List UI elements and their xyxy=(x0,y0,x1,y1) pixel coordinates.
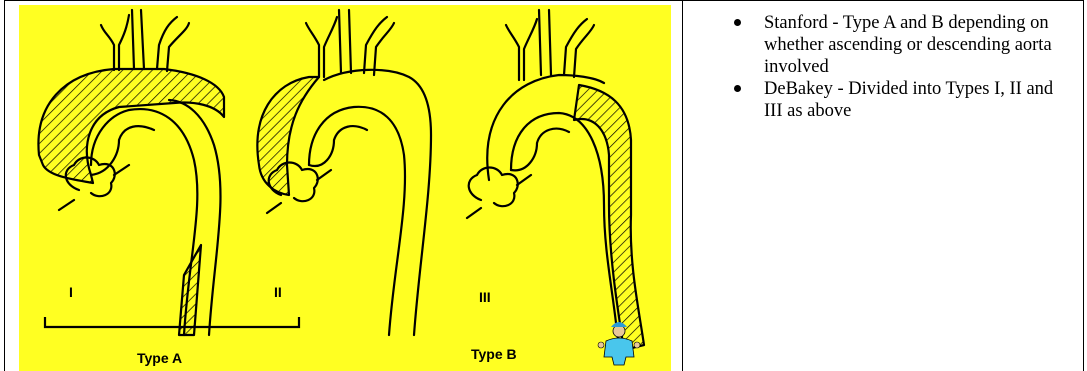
figure-background xyxy=(19,5,671,371)
label-iii: III xyxy=(479,289,491,305)
aortic-dissection-figure: I II III Type A Type B xyxy=(19,5,671,371)
label-type-b: Type B xyxy=(471,346,517,362)
label-i: I xyxy=(69,284,73,300)
bullet-icon xyxy=(734,19,741,26)
notes-list: Stanford - Type A and B depending on whe… xyxy=(703,12,1073,122)
list-item-text: DeBakey - Divided into Types I, II and I… xyxy=(764,79,1053,121)
list-item: DeBakey - Divided into Types I, II and I… xyxy=(703,78,1073,122)
label-type-a: Type A xyxy=(137,350,182,366)
bullet-icon xyxy=(734,85,741,92)
list-item: Stanford - Type A and B depending on whe… xyxy=(703,12,1073,78)
label-ii: II xyxy=(274,284,282,300)
list-item-text: Stanford - Type A and B depending on whe… xyxy=(764,13,1052,77)
table-cell-divider xyxy=(682,0,683,371)
